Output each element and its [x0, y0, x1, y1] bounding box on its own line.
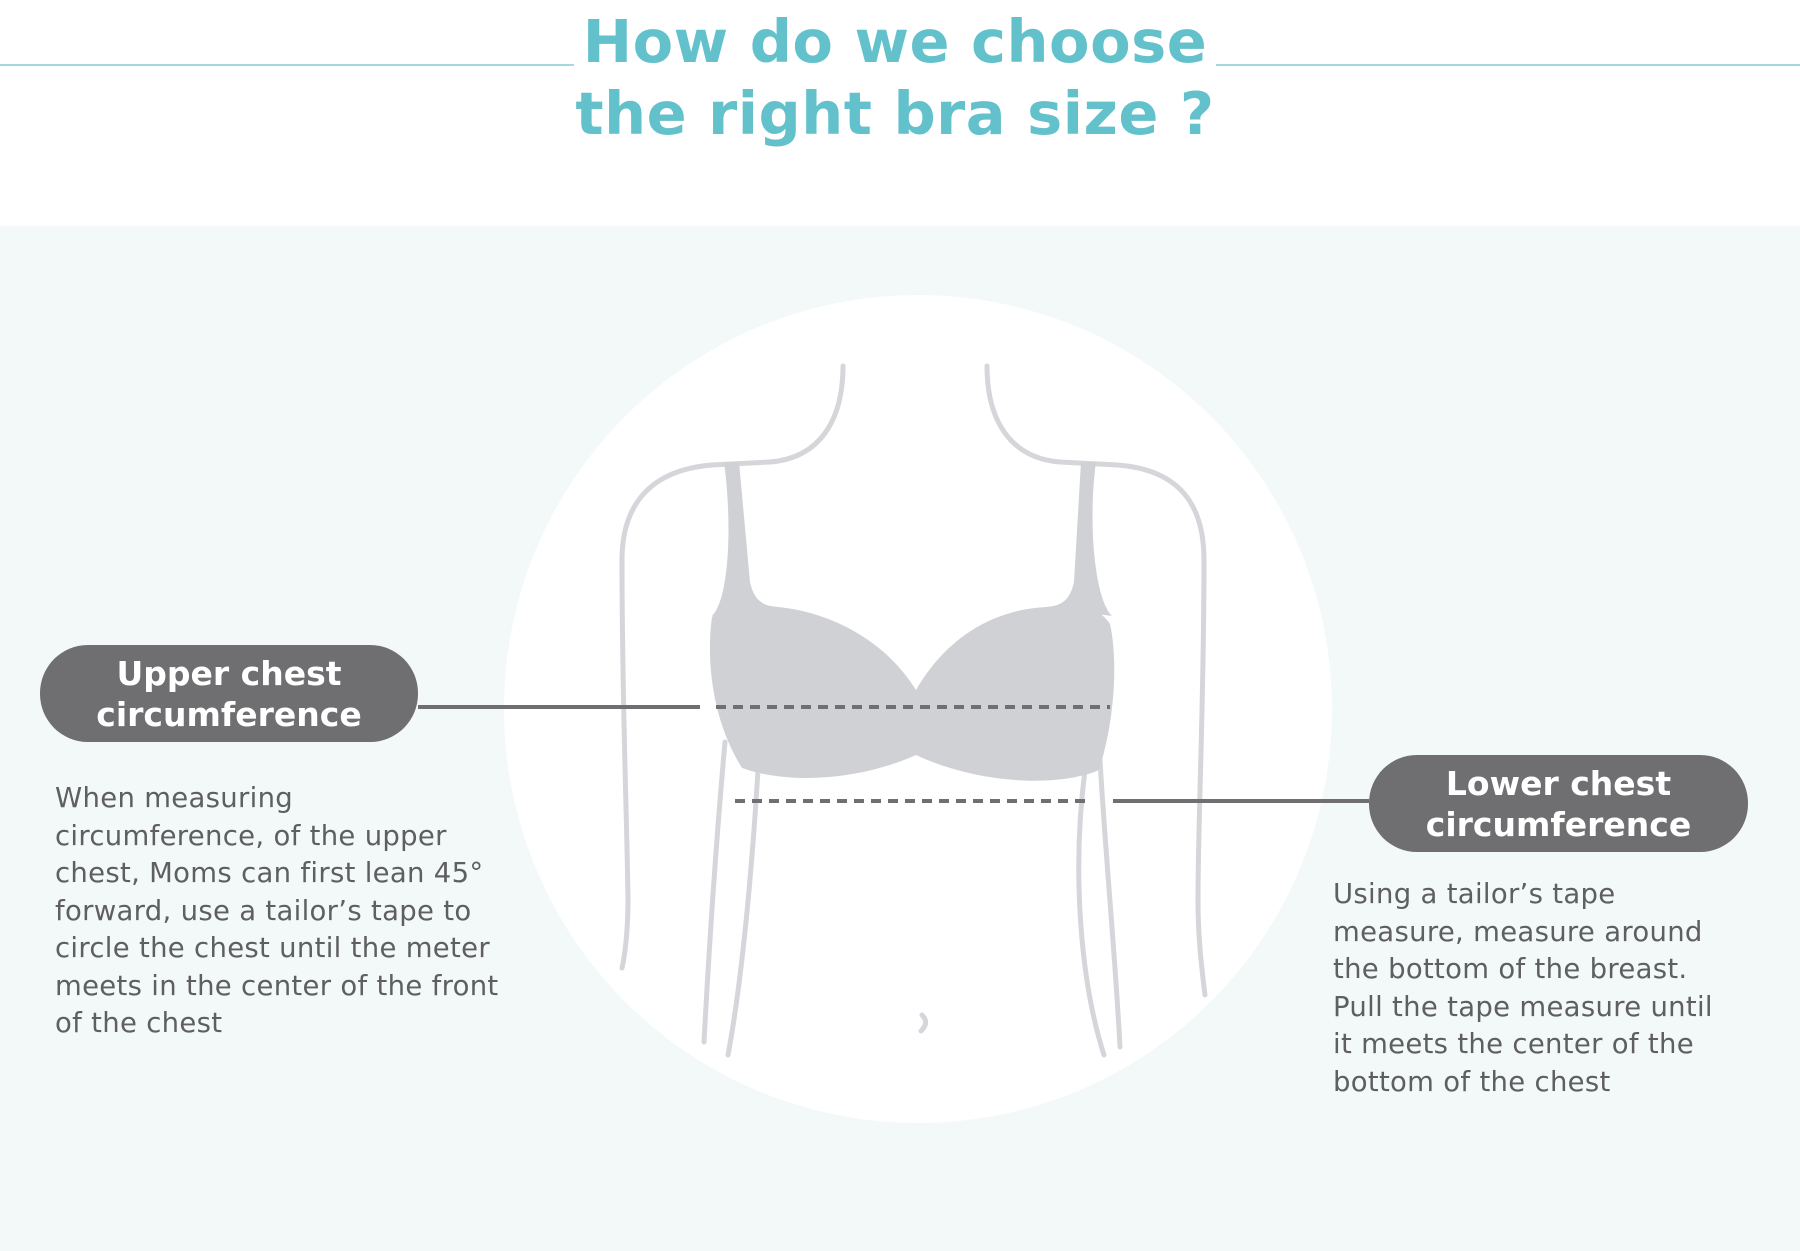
- bra-illustration: [709, 462, 1115, 781]
- lower-chest-label-line-2: circumference: [1425, 804, 1692, 844]
- left-inner-arm-outline: [701, 739, 728, 1045]
- lower-chest-label: Lower chest circumference: [1369, 755, 1748, 852]
- navel-mark: [918, 1012, 929, 1034]
- lower-chest-description: Using a tailor’s tape measure, measure a…: [1333, 876, 1773, 1101]
- measurement-lines: [418, 705, 1369, 803]
- bra-cups: [709, 604, 1115, 781]
- lower-description-line: Pull the tape measure until: [1333, 990, 1713, 1023]
- upper-description-line: When measuring: [55, 782, 294, 814]
- page-title-line-1: How do we choose: [582, 7, 1208, 76]
- upper-description-line: circle the chest until the meter: [55, 932, 490, 964]
- upper-description-line: forward, use a tailor’s tape to: [55, 894, 472, 927]
- title-rule-left: [0, 64, 574, 66]
- upper-chest-label: Upper chest circumference: [40, 645, 418, 742]
- page-title: How do we choose the right bra size ?: [574, 6, 1216, 150]
- lower-description-line: measure, measure around: [1333, 915, 1703, 948]
- right-shoulder-arm-outline: [984, 363, 1208, 998]
- right-inner-arm-outline: [1096, 739, 1123, 1050]
- bra-left-strap: [712, 462, 778, 616]
- bra-right-strap: [1046, 462, 1112, 616]
- lower-description-line: the bottom of the breast.: [1333, 953, 1688, 985]
- lower-description-line: bottom of the chest: [1333, 1065, 1611, 1098]
- upper-chest-description: When measuring circumference, of the upp…: [55, 780, 535, 1043]
- lower-chest-label-line-1: Lower chest: [1445, 763, 1672, 803]
- left-shoulder-arm-outline: [619, 363, 846, 971]
- torso-outline: [619, 363, 1208, 1058]
- lower-description-line: it meets the center of the: [1333, 1028, 1694, 1060]
- upper-chest-label-line-1: Upper chest: [116, 653, 342, 693]
- lower-description-line: Using a tailor’s tape: [1333, 878, 1616, 910]
- upper-description-line: meets in the center of the front: [55, 969, 499, 1002]
- right-waist-outline: [1076, 767, 1107, 1058]
- title-rule-right: [1216, 64, 1800, 66]
- left-waist-outline: [725, 767, 761, 1058]
- upper-description-line: of the chest: [55, 1007, 223, 1039]
- page-title-line-2: the right bra size ?: [575, 79, 1215, 148]
- upper-chest-label-line-2: circumference: [96, 694, 362, 734]
- header: How do we choose the right bra size ?: [0, 0, 1800, 226]
- upper-description-line: circumference, of the upper: [55, 819, 447, 852]
- upper-description-line: chest, Moms can first lean 45°: [55, 857, 484, 889]
